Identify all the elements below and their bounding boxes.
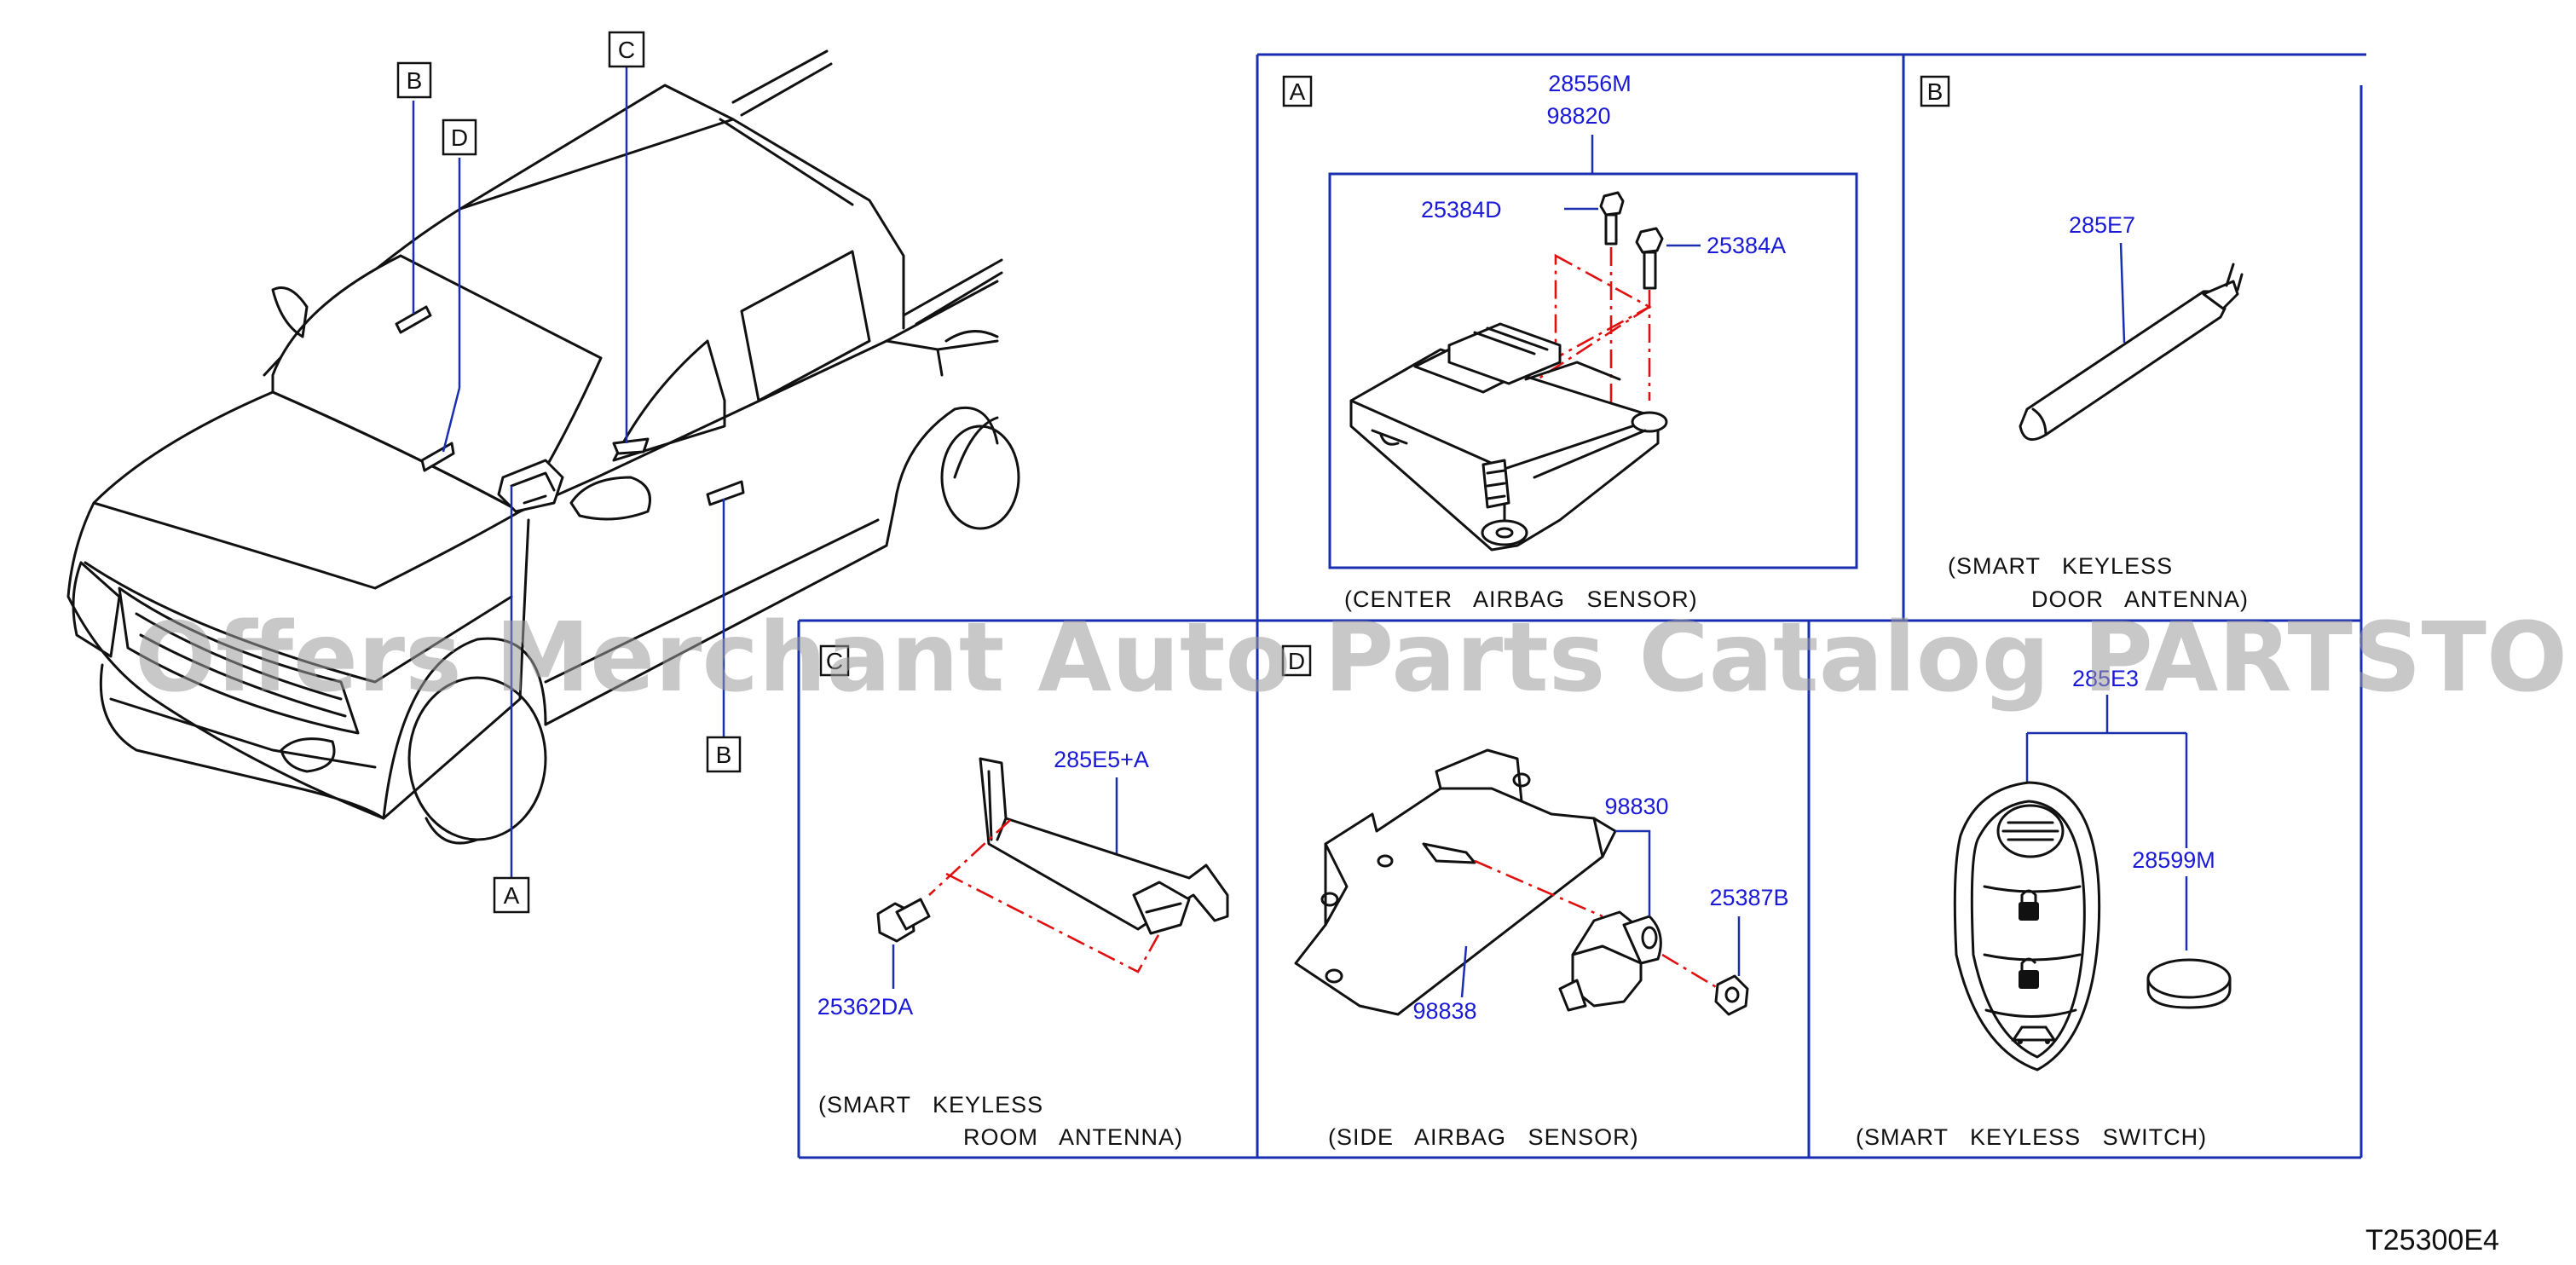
callout-label: C [618, 37, 635, 63]
callout-label: A [504, 882, 520, 909]
panel-e-caption: (SMART KEYLESS SWITCH) [1856, 1124, 2207, 1150]
panel-c-room-antenna: C 285E5+A 25362DA (SMART KEYLESS ROOM AN… [817, 644, 1229, 1150]
panel-b-door-antenna: B 285E7 (SMART KEYLESS DOOR ANTENNA) [1920, 75, 2249, 612]
panel-d-caption: (SIDE AIRBAG SENSOR) [1328, 1124, 1639, 1150]
nut-25387b [1714, 974, 1749, 1016]
part-number-285e5-a: 285E5+A [1054, 747, 1149, 772]
bolt-25384d [1599, 191, 1625, 245]
callout-label: D [451, 124, 468, 151]
panel-c-caption-line1: (SMART KEYLESS [818, 1092, 1043, 1118]
panel-frames [797, 53, 2366, 1159]
subassembly-frame [1328, 172, 1858, 569]
smart-key-fob [1953, 781, 2101, 1071]
trunk-release-icon [2011, 1025, 2057, 1044]
part-number-28556m: 28556M [1548, 71, 1632, 96]
callout-b-top: B [396, 61, 432, 99]
panel-b-caption-line2: DOOR ANTENNA) [2031, 586, 2249, 612]
side-airbag-sensor [1558, 910, 1662, 1012]
diagram-code: T25300E4 [2365, 1224, 2499, 1256]
watermark: Offers Merchant Auto Parts Catalog PARTS… [135, 603, 2576, 713]
bolt-25384a [1635, 227, 1664, 290]
callout-c: C [608, 31, 645, 68]
callout-label: B [407, 67, 423, 94]
coin-battery [2146, 958, 2232, 1009]
vehicle-body-outline [66, 49, 1020, 845]
room-antenna-bracket [979, 757, 1229, 935]
panel-a-letter: A [1290, 78, 1306, 105]
side-sensor-bracket [1294, 748, 1617, 1016]
part-number-25384a: 25384A [1707, 233, 1786, 258]
panel-a-caption: (CENTER AIRBAG SENSOR) [1344, 586, 1698, 612]
part-number-98838: 98838 [1412, 998, 1476, 1024]
part-number-25387b: 25387B [1709, 885, 1788, 910]
part-number-98820: 98820 [1546, 103, 1610, 129]
center-airbag-sensor-unit [1349, 322, 1668, 552]
assembly-lines-c [928, 819, 1161, 973]
part-number-25362da: 25362DA [817, 994, 914, 1020]
panel-d-letter: D [1288, 648, 1305, 674]
panel-c-caption-line2: ROOM ANTENNA) [963, 1124, 1183, 1150]
callout-a: A [493, 876, 530, 914]
part-number-98830: 98830 [1604, 794, 1668, 819]
unlock-icon [2019, 957, 2039, 989]
assembly-lines-d [1474, 859, 1727, 995]
part-number-28599m: 28599M [2132, 847, 2215, 873]
callout-label: B [716, 742, 732, 768]
part-number-25384d: 25384D [1421, 197, 1502, 222]
part-number-285e3: 285E3 [2072, 666, 2139, 691]
lock-icon [2019, 889, 2039, 921]
overview-leader-lines [412, 66, 725, 895]
part-number-285e7: 285E7 [2069, 212, 2135, 238]
callout-b-bottom: B [706, 736, 742, 773]
panel-b-letter: B [1927, 78, 1944, 105]
panel-d-side-airbag-sensor: D 98830 25387B [1281, 644, 1789, 1150]
panel-a-center-airbag-sensor: A 28556M 98820 25384D 25384A [1282, 71, 1858, 612]
vehicle-overview: B D C A B [66, 31, 1020, 914]
vehicle-component-markers [395, 305, 745, 513]
callout-d: D [442, 118, 477, 156]
panel-e-keyless-switch: 285E3 28599M [1856, 666, 2232, 1150]
door-antenna [2019, 263, 2244, 442]
panel-b-caption-line1: (SMART KEYLESS [1948, 553, 2173, 579]
screw-25362da [876, 898, 931, 943]
panel-c-letter: C [826, 648, 843, 674]
